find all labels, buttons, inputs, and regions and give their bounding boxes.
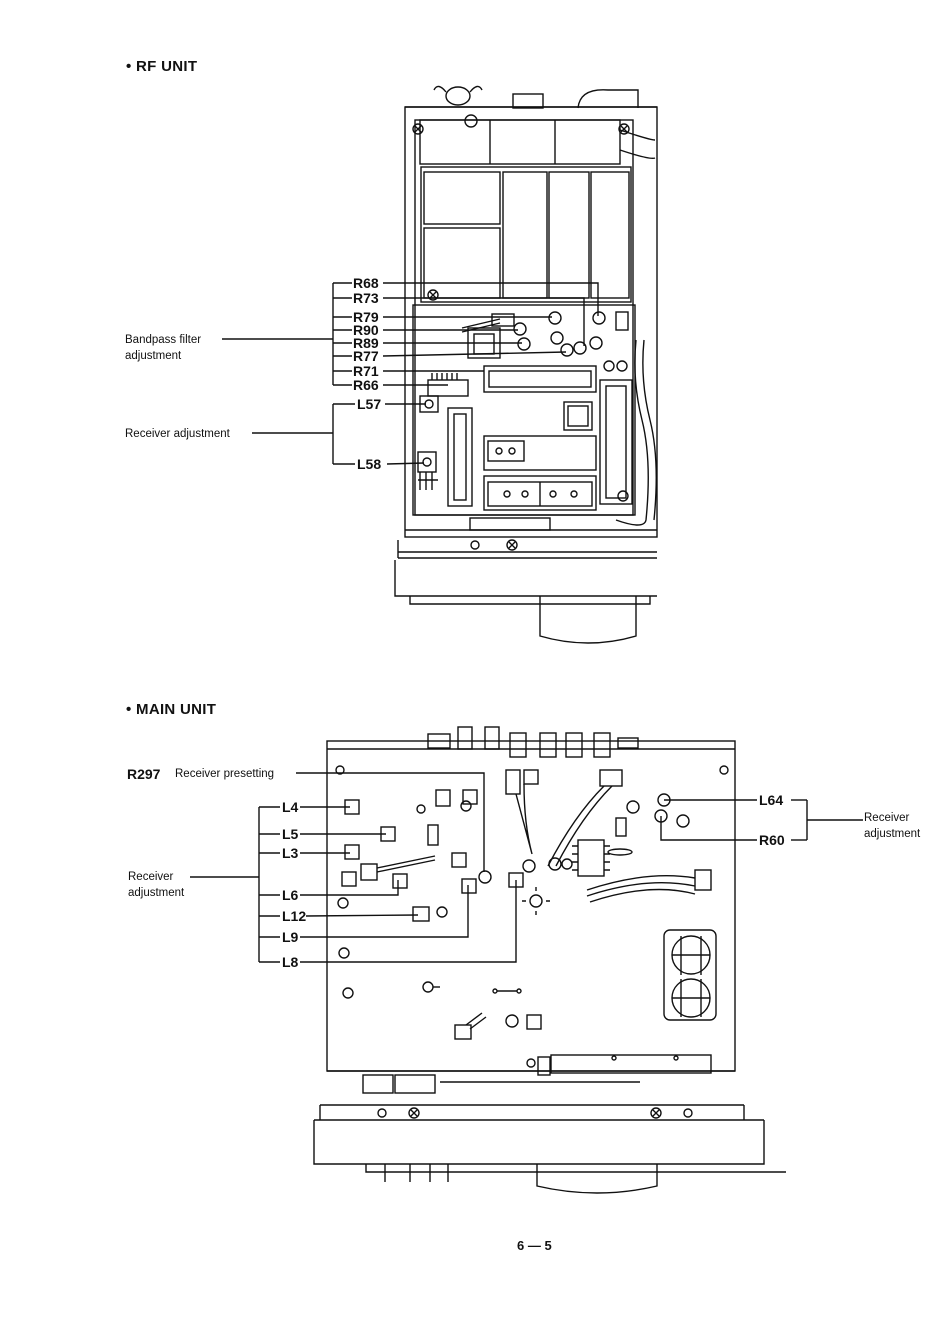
- rf-unit-title: • RF UNIT: [126, 58, 197, 75]
- code-r297: R297: [127, 767, 160, 781]
- bandpass-label-line2: adjustment: [125, 348, 201, 364]
- main-right-label-line1: Receiver: [864, 810, 920, 826]
- code-l64: L64: [759, 793, 783, 807]
- code-r71: R71: [353, 364, 379, 378]
- code-l8: L8: [282, 955, 298, 969]
- rf-unit-chassis-drawing: [395, 86, 657, 643]
- rf-receiver-adjustment-label: Receiver adjustment: [125, 426, 230, 442]
- main-right-label-line2: adjustment: [864, 826, 920, 842]
- code-l6: L6: [282, 888, 298, 902]
- code-r60: R60: [759, 833, 785, 847]
- main-left-label-line2: adjustment: [128, 885, 184, 901]
- code-r73: R73: [353, 291, 379, 305]
- code-l4: L4: [282, 800, 298, 814]
- rf-leader-lines: [222, 283, 598, 464]
- main-left-label-line1: Receiver: [128, 869, 184, 885]
- receiver-presetting-label: Receiver presetting: [175, 766, 274, 782]
- page-number: 6 — 5: [517, 1238, 552, 1253]
- code-l12: L12: [282, 909, 306, 923]
- main-left-receiver-adjustment-label: Receiver adjustment: [128, 869, 184, 901]
- main-unit-title: • MAIN UNIT: [126, 701, 216, 718]
- bandpass-label-line1: Bandpass filter: [125, 332, 201, 348]
- code-l3: L3: [282, 846, 298, 860]
- code-l5: L5: [282, 827, 298, 841]
- code-r77: R77: [353, 349, 379, 363]
- code-l58: L58: [357, 457, 381, 471]
- code-r68: R68: [353, 276, 379, 290]
- main-unit-chassis-drawing: [314, 727, 786, 1193]
- bandpass-filter-label: Bandpass filter adjustment: [125, 332, 201, 364]
- code-l9: L9: [282, 930, 298, 944]
- main-right-receiver-adjustment-label: Receiver adjustment: [864, 810, 920, 842]
- code-r66: R66: [353, 378, 379, 392]
- code-l57: L57: [357, 397, 381, 411]
